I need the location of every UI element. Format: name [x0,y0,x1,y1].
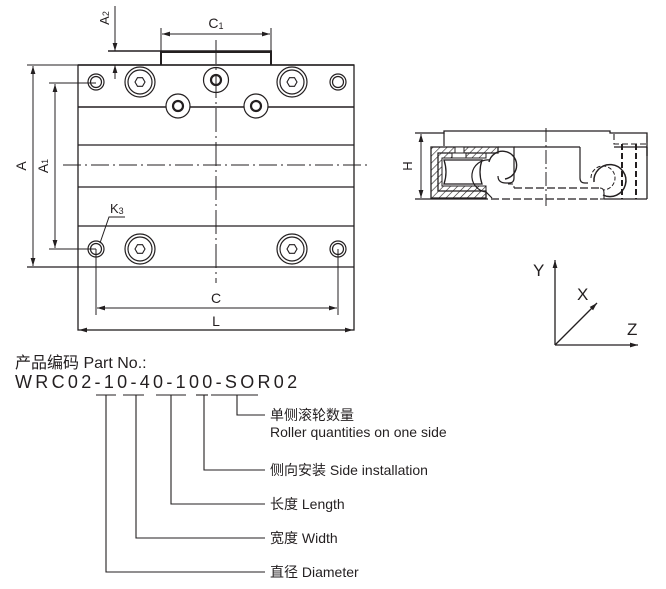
axis-label-y: Y [533,261,544,280]
legend-length: 长度 Length [270,496,345,513]
code-prefix: WRC02- [15,372,104,392]
legend-roller-quantity-zh: 单侧滚轮数量 [270,407,354,423]
legend-diameter: 直径 Diameter [270,564,359,581]
legend-width: 宽度 Width [270,530,338,547]
socket-head-screw [276,66,308,98]
code-separator: - [166,372,176,392]
leader-K3 [99,216,125,244]
label-A1: A1 [35,159,51,173]
rail-left-round [488,150,518,180]
label-A: A [13,161,29,171]
legend-length-en: Length [301,496,345,512]
code-length: 100 [175,372,216,392]
label-H: H [400,161,415,170]
legend-side-installation-en: Side installation [329,462,428,478]
roller-bolt [243,93,269,119]
code-separator: - [130,372,140,392]
axis-label-z: Z [627,320,637,339]
dimension-C1 [160,28,272,51]
socket-head-screw [276,233,308,265]
dimension-A1 [49,82,96,250]
rail-right-round [593,163,627,198]
label-C1: C1 [208,15,223,31]
coordinate-axes [552,260,638,348]
roller-housing-section [430,146,499,199]
legend-roller-quantity: 单侧滚轮数量 Roller quantities on one side [270,407,447,441]
label-A2: A2 [97,11,112,25]
code-diameter: 10 [103,372,131,392]
part-number-code: WRC02-10-40-100-SOR02 [15,372,300,393]
code-separator: - [215,372,225,392]
code-roller-quantity: OR02 [240,372,301,392]
part-number-leaders [96,394,265,573]
part-number-title: 产品编码 Part No.: [15,355,147,372]
label-K3: K3 [110,201,124,216]
legend-diameter-en: Diameter [301,564,359,580]
front-view-labels: A A1 A2 C1 C L K3 [13,11,224,329]
x-axis-arrow [554,302,598,346]
dimension-C [95,249,339,315]
mounting-hole [87,73,105,91]
front-view [27,6,370,333]
legend-side-installation: 侧向安装 Side installation [270,462,428,479]
socket-head-screw [124,233,156,265]
legend-diameter-zh: 直径 [270,564,298,580]
axis-label-x: X [577,285,588,304]
legend-side-installation-zh: 侧向安装 [270,462,326,478]
socket-head-screw [124,66,156,98]
legend-width-zh: 宽度 [270,530,298,546]
legend-width-en: Width [301,530,338,546]
legend-roller-quantity-en: Roller quantities on one side [270,424,447,440]
center-screw [202,66,230,94]
side-view [415,128,648,206]
label-C: C [211,290,221,306]
label-L: L [212,313,220,329]
code-width: 40 [139,372,167,392]
code-side-installation: S [224,372,241,392]
mounting-hole [329,73,347,91]
roller-bolt [165,93,191,119]
top-strip [108,50,272,65]
legend-length-zh: 长度 [270,496,298,512]
